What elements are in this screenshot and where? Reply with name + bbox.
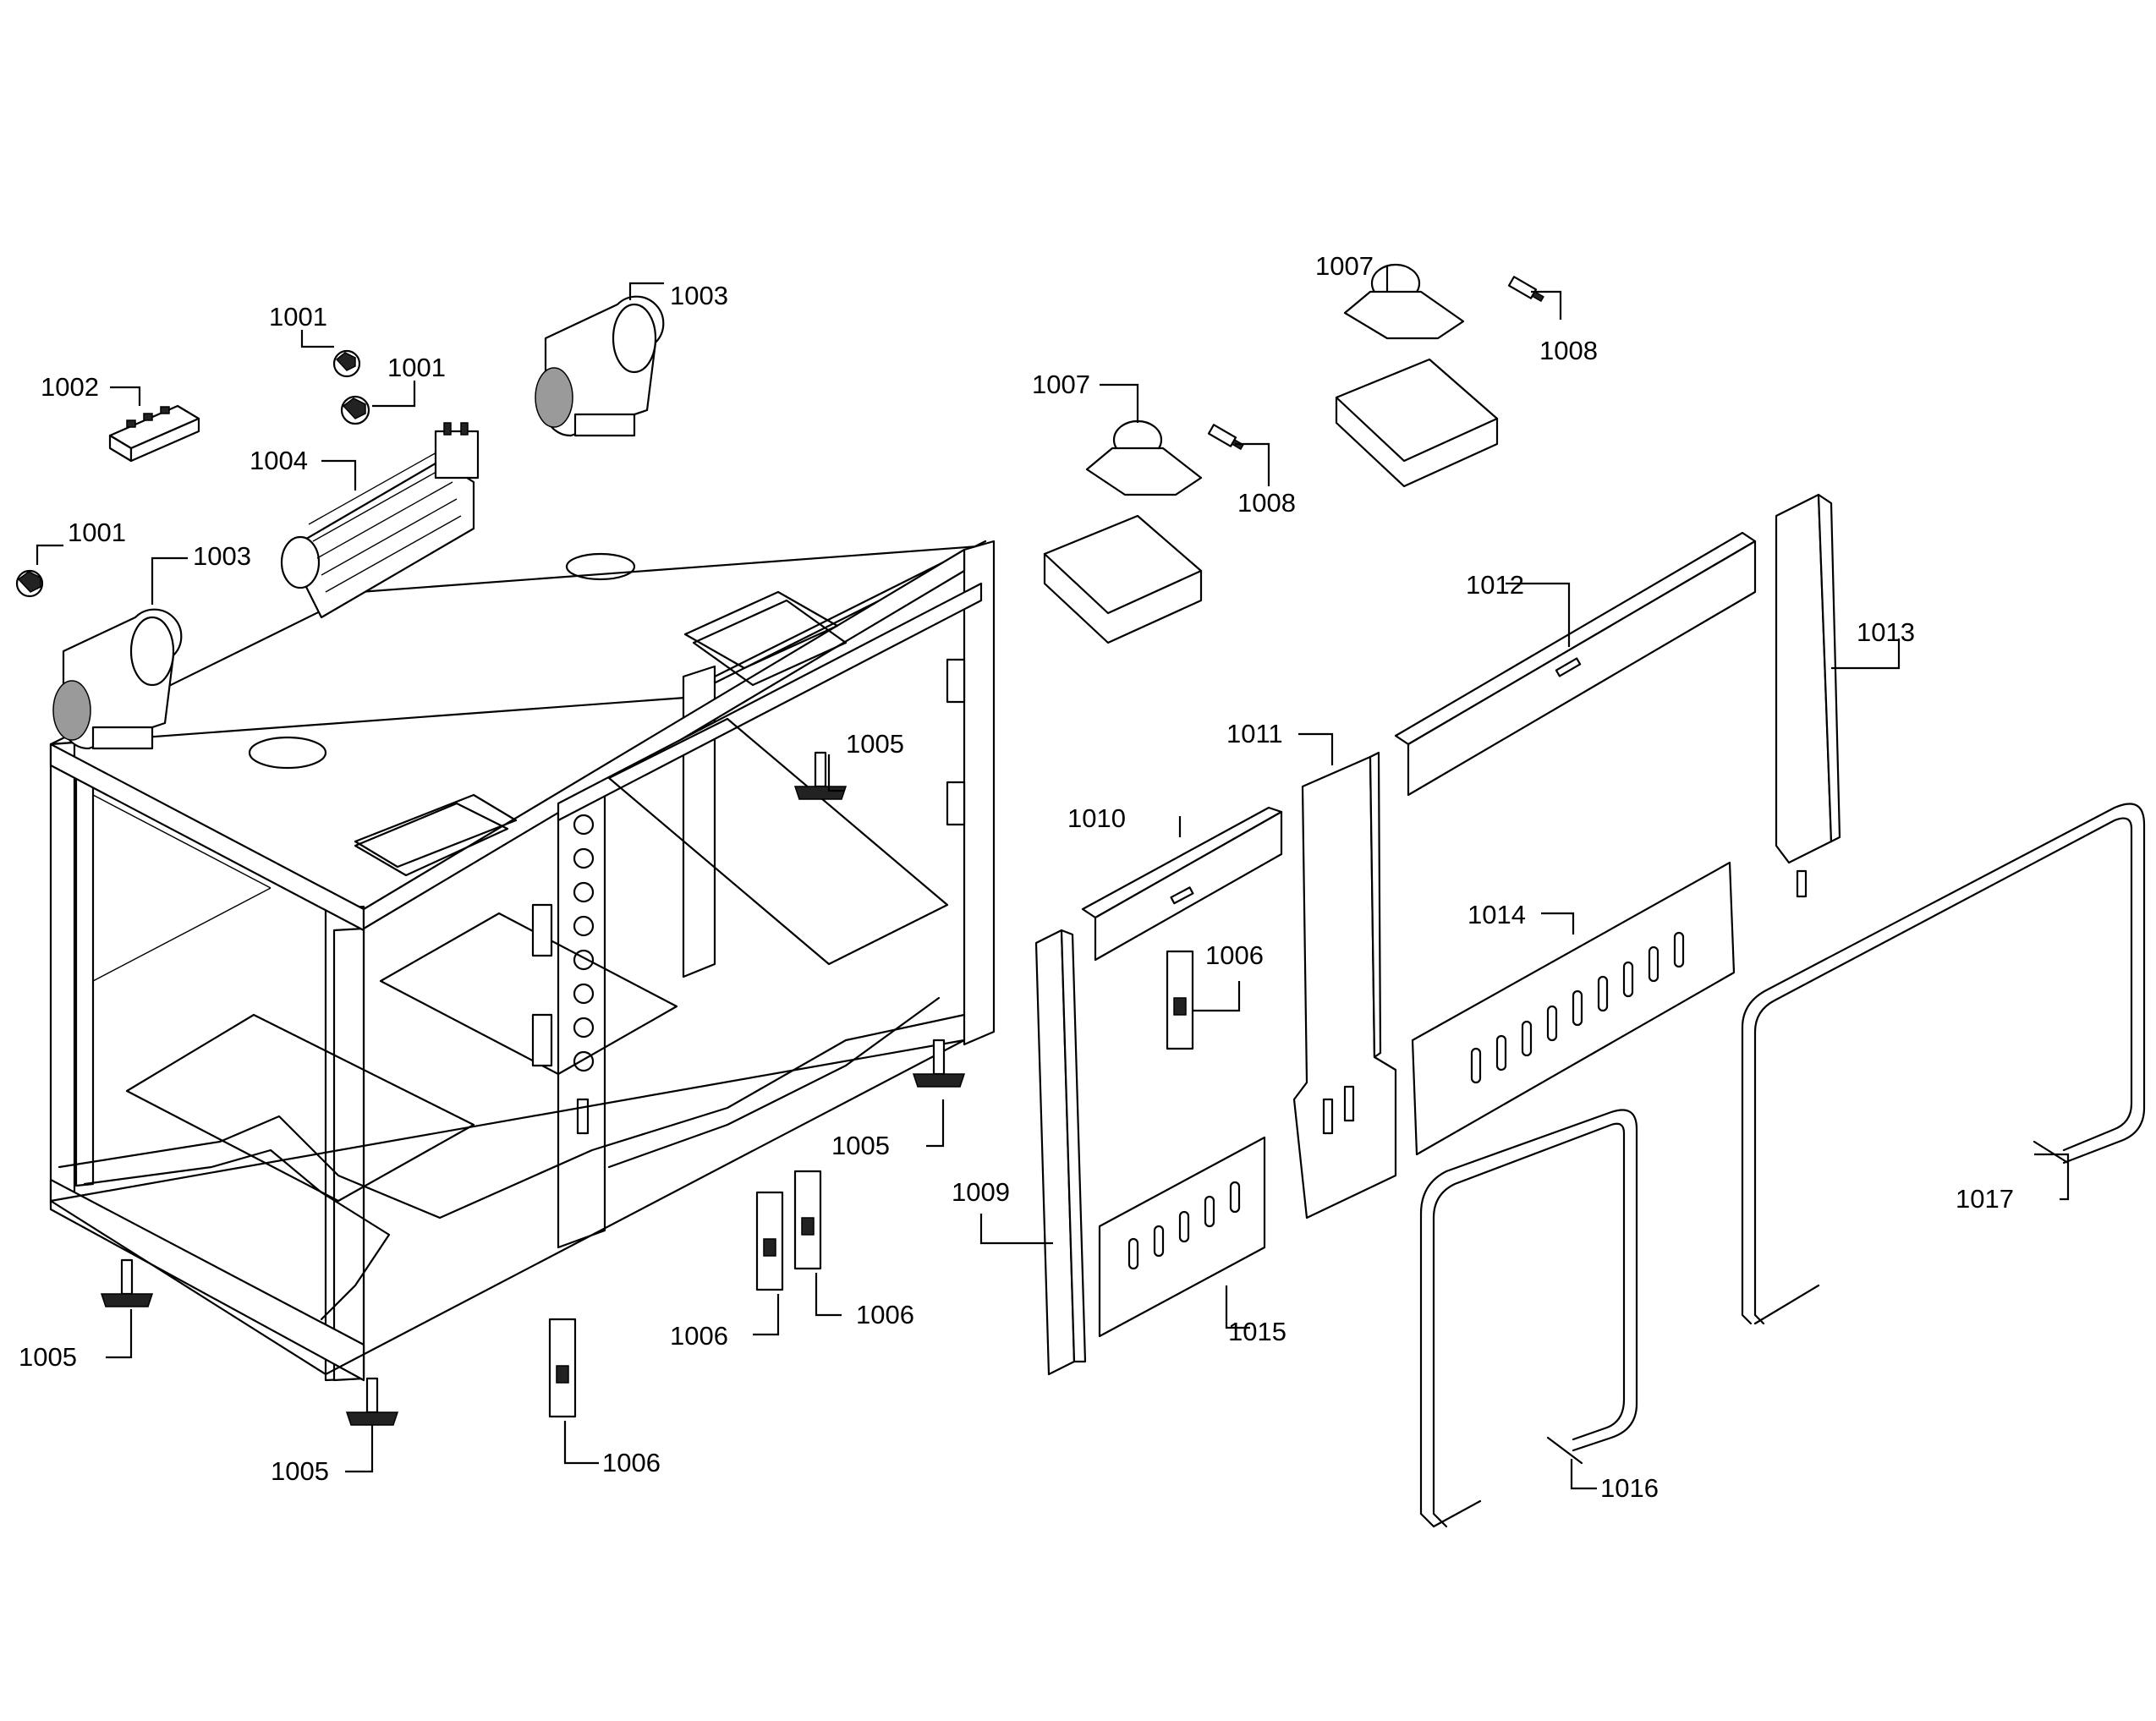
chassis-frame: [49, 540, 996, 1382]
thermostat-switch-part: [15, 349, 370, 598]
callout-1001-b: 1001: [387, 353, 446, 382]
tangential-blower-part: [280, 422, 480, 619]
callout-1010: 1010: [1067, 803, 1126, 833]
callout-1017: 1017: [1956, 1184, 2014, 1214]
callout-1005-a: 1005: [846, 729, 904, 759]
louver-slots-1015: [1127, 1181, 1241, 1270]
side-panels: [1034, 493, 1841, 1376]
center-post-holes: [573, 814, 595, 1135]
callout-1007-b: 1007: [1032, 370, 1090, 399]
callout-1006-d: 1006: [1205, 940, 1264, 970]
callout-1015: 1015: [1228, 1317, 1286, 1346]
callout-1005-c: 1005: [19, 1342, 77, 1372]
callout-labels: 1001 1001 1001 1002 1003 1003 1004 1005 …: [19, 251, 2014, 1503]
callout-1012: 1012: [1466, 570, 1524, 600]
callout-1003-b: 1003: [193, 541, 251, 571]
light-socket-part: [1043, 263, 1544, 644]
callout-1003-a: 1003: [670, 281, 728, 310]
callout-1011: 1011: [1226, 719, 1283, 748]
callout-1001-c: 1001: [68, 518, 126, 547]
callout-1013: 1013: [1857, 617, 1915, 647]
leveling-foot-part: [100, 751, 966, 1426]
callout-1005-d: 1005: [271, 1456, 329, 1486]
callout-1005-b: 1005: [831, 1131, 890, 1160]
callout-1006-c: 1006: [602, 1448, 661, 1477]
fan-motor-part: [52, 295, 665, 750]
callout-1008-b: 1008: [1237, 488, 1296, 518]
callout-1006-a: 1006: [670, 1321, 728, 1351]
callout-1004: 1004: [250, 446, 308, 475]
terminal-block-part: [108, 404, 200, 463]
callout-1007-a: 1007: [1315, 251, 1374, 281]
heating-element-part: [1419, 803, 2146, 1528]
callout-leaders: [36, 266, 2070, 1490]
louver-slots-1014: [1470, 931, 1685, 1084]
callout-1014: 1014: [1468, 900, 1526, 929]
callout-1001-a: 1001: [269, 302, 327, 332]
callout-1009: 1009: [952, 1177, 1010, 1207]
callout-1002: 1002: [41, 372, 99, 402]
callout-1008-a: 1008: [1539, 336, 1598, 365]
callout-1006-b: 1006: [856, 1300, 914, 1329]
hinge-receiver-part: [548, 950, 1194, 1418]
callout-1016: 1016: [1600, 1473, 1659, 1503]
